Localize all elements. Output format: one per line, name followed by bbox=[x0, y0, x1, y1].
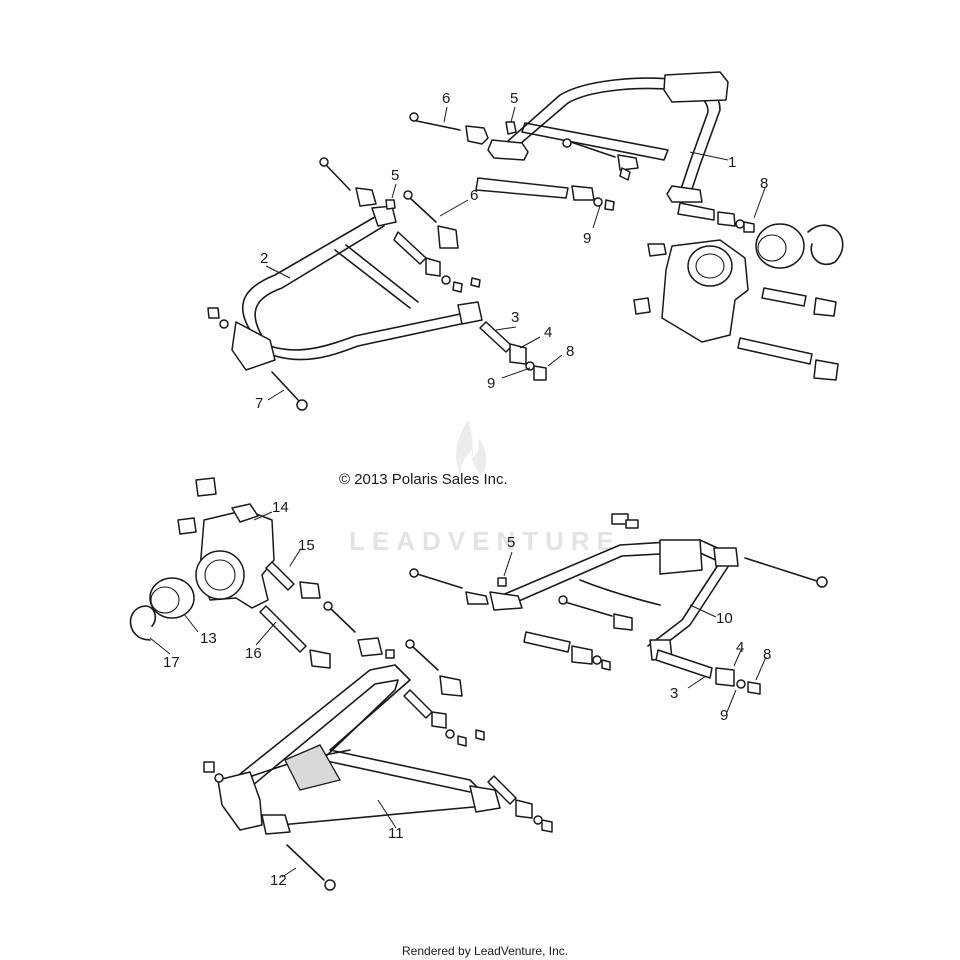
callout-10: 10 bbox=[716, 610, 733, 627]
callout-7: 7 bbox=[255, 395, 263, 412]
part-2-a-arm[interactable] bbox=[231, 205, 483, 371]
upper-knuckle-hardware bbox=[737, 287, 839, 381]
callout-3: 3 bbox=[511, 309, 519, 326]
callout-6: 6 bbox=[442, 90, 450, 107]
callout-17: 17 bbox=[163, 654, 180, 671]
upper-bearing bbox=[755, 223, 844, 269]
callout-11: 11 bbox=[388, 825, 404, 842]
callout-6: 6 bbox=[470, 187, 478, 204]
part-13-bearing[interactable] bbox=[149, 577, 195, 619]
part-17-clip[interactable] bbox=[129, 605, 157, 641]
callout-5: 5 bbox=[510, 90, 518, 107]
leadventure-watermark: LEADVENTURE bbox=[349, 420, 621, 556]
part-10-hardware bbox=[409, 513, 828, 695]
flame-watermark-icon bbox=[456, 420, 487, 478]
callout-8: 8 bbox=[760, 175, 768, 192]
callout-16: 16 bbox=[245, 645, 262, 662]
part-11-a-arm[interactable] bbox=[217, 637, 501, 835]
callout-5: 5 bbox=[391, 167, 399, 184]
part-2-hardware bbox=[207, 157, 547, 411]
part-16-sleeve[interactable] bbox=[259, 605, 331, 669]
rendered-by-footer: Rendered by LeadVenture, Inc. bbox=[402, 944, 568, 958]
callout-4: 4 bbox=[736, 639, 744, 656]
watermark-text: LEADVENTURE bbox=[349, 526, 621, 556]
callout-14: 14 bbox=[272, 499, 289, 516]
part-14-knuckle[interactable] bbox=[195, 503, 275, 609]
callout-9: 9 bbox=[720, 707, 728, 724]
part-11-hardware bbox=[203, 601, 553, 891]
callout-15: 15 bbox=[298, 537, 315, 554]
callout-8: 8 bbox=[566, 343, 574, 360]
part-14-hardware bbox=[177, 477, 217, 535]
callout-13: 13 bbox=[200, 630, 217, 647]
callout-5: 5 bbox=[507, 534, 515, 551]
part-1-hardware bbox=[409, 112, 755, 233]
callout-12: 12 bbox=[270, 872, 287, 889]
part-15-sleeve[interactable] bbox=[265, 561, 321, 599]
upper-knuckle[interactable] bbox=[633, 239, 749, 343]
copyright-text: © 2013 Polaris Sales Inc. bbox=[339, 471, 508, 488]
callout-2: 2 bbox=[260, 250, 268, 267]
callout-9: 9 bbox=[583, 230, 591, 247]
callout-4: 4 bbox=[544, 324, 552, 341]
callout-labels: 6 5 1 5 6 8 9 2 3 4 8 9 7 14 15 5 13 17 … bbox=[163, 90, 771, 889]
callout-9: 9 bbox=[487, 375, 495, 392]
leader-lines bbox=[149, 106, 767, 878]
callout-8: 8 bbox=[763, 646, 771, 663]
callout-1: 1 bbox=[728, 154, 736, 171]
callout-3: 3 bbox=[670, 685, 678, 702]
part-1-upper-a-arm[interactable] bbox=[487, 71, 729, 203]
